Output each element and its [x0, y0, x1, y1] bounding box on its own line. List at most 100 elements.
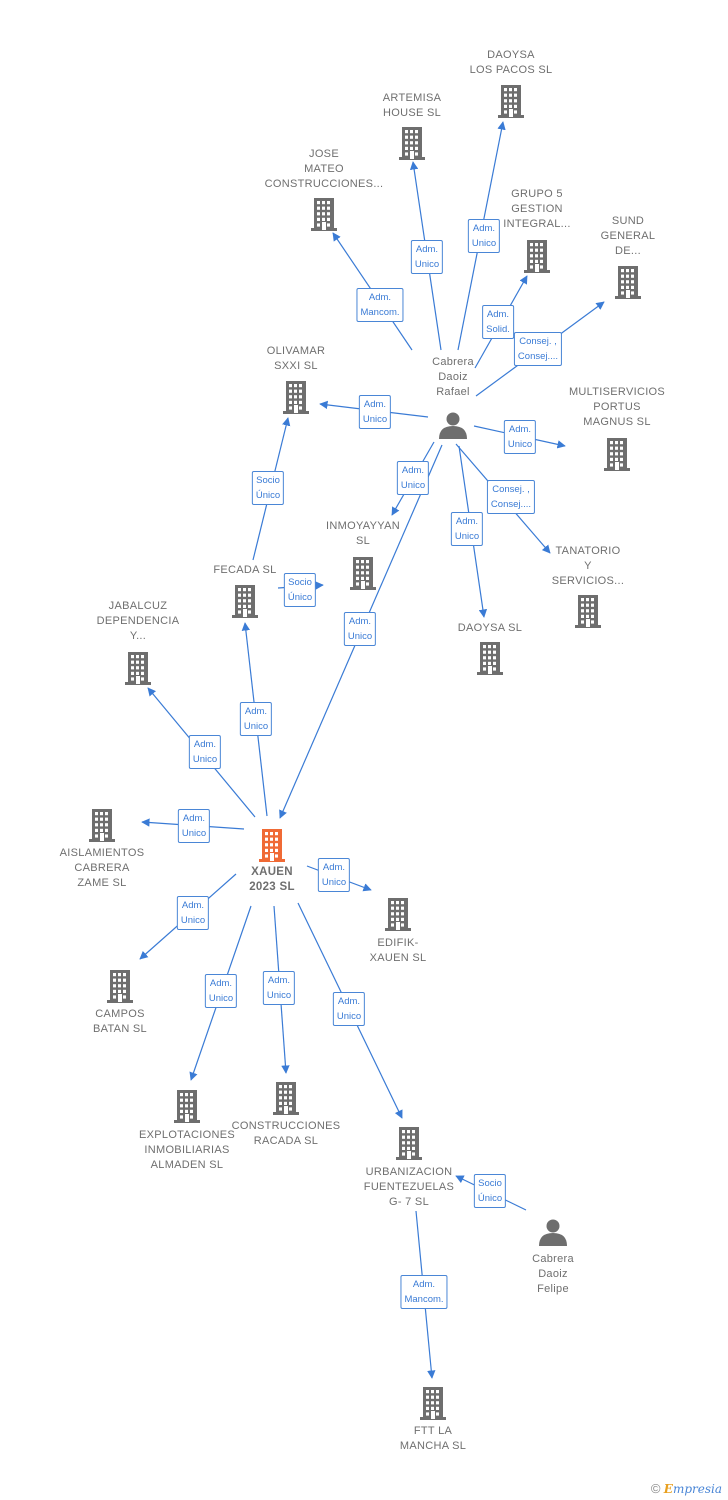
person-icon[interactable]	[439, 412, 467, 440]
edge-label[interactable]: Adm.Unico	[343, 612, 377, 646]
node-label-daoysa: DAOYSA SL	[458, 621, 522, 636]
node-label-line: DAOYSA SL	[457, 622, 523, 634]
edge-label[interactable]: Adm.Mancom.	[356, 288, 404, 322]
node-label-line: PORTUS	[593, 401, 641, 413]
building-icon[interactable]	[420, 1387, 446, 1420]
edge-label-line: Socio	[288, 577, 312, 588]
node-label-line: ARTEMISA	[382, 92, 442, 104]
building-icon[interactable]	[174, 1090, 200, 1123]
building-icon[interactable]	[399, 127, 425, 160]
edge-label-line: Adm.	[267, 975, 291, 986]
edge-label[interactable]: Adm.Unico	[410, 240, 444, 274]
building-icon[interactable]	[498, 85, 524, 118]
node-label-line: XAUEN	[251, 866, 293, 878]
building-icon[interactable]	[273, 1082, 299, 1115]
node-label-line: ALMADEN SL	[150, 1159, 224, 1171]
edge-label-line: Adm.	[363, 399, 387, 410]
edge-label-line: Unico	[181, 828, 207, 839]
node-label-edifik: EDIFIK-XAUEN SL	[370, 936, 427, 966]
node-label-line: INTEGRAL...	[503, 218, 571, 230]
edge-label[interactable]: Adm.Unico	[176, 896, 210, 930]
edge-label[interactable]: Consej. , Consej....	[513, 332, 563, 366]
edge-label[interactable]: Adm.Unico	[262, 971, 296, 1005]
node-label-line: GRUPO 5	[511, 188, 563, 200]
building-icon[interactable]	[259, 829, 285, 862]
building-icon[interactable]	[89, 809, 115, 842]
edge-label-line: Consej....	[517, 351, 559, 362]
building-icon[interactable]	[477, 642, 503, 675]
edge-label-line: Consej. ,	[519, 336, 557, 347]
node-label-line: ZAME SL	[77, 877, 127, 889]
edge-label[interactable]: Adm.Unico	[332, 992, 366, 1026]
edge-label[interactable]: Adm.Unico	[204, 974, 238, 1008]
edge-label[interactable]: Consej. ,Consej....	[486, 480, 536, 514]
edge-label-line: Único	[287, 592, 313, 603]
node-label-line: Cabrera	[532, 1253, 574, 1265]
node-label-line: CONSTRUCCIONES...	[264, 178, 384, 190]
edge-label[interactable]: Adm. Unico	[467, 219, 501, 253]
edge-label[interactable]: Adm.Unico	[450, 512, 484, 546]
building-icon[interactable]	[604, 438, 630, 471]
building-icon[interactable]	[575, 595, 601, 628]
copyright-symbol: ©	[650, 1481, 661, 1496]
edge-label[interactable]: Adm.Unico	[188, 735, 222, 769]
edge-label-line: Adm.	[348, 616, 372, 627]
edge-label-line: Mancom.	[404, 1294, 444, 1305]
node-label-line: SL	[355, 535, 371, 547]
building-icon[interactable]	[396, 1127, 422, 1160]
edge-label[interactable]: Adm.Unico	[358, 395, 392, 429]
building-icon[interactable]	[311, 198, 337, 231]
node-label-line: CONSTRUCCIONES	[231, 1120, 341, 1132]
edge-label-line: Adm.	[472, 223, 496, 234]
person-icon[interactable]	[539, 1219, 567, 1247]
node-label-line: 2023 SL	[249, 881, 295, 893]
building-icon[interactable]	[524, 240, 550, 273]
node-label-line: DAOYSA	[487, 49, 535, 61]
edge-label[interactable]: Adm.Unico	[503, 420, 537, 454]
edge-label-line: Unico	[336, 1011, 362, 1022]
node-label-line: MATEO	[304, 163, 344, 175]
edge-label-line: Consej. ,	[492, 484, 530, 495]
node-label-line: FTT LA	[413, 1425, 453, 1437]
building-icon[interactable]	[350, 557, 376, 590]
empresia-brand[interactable]: © Empresia	[651, 1481, 722, 1496]
edge-label-line: Unico	[243, 721, 269, 732]
node-label-grupo5: GRUPO 5 GESTION INTEGRAL...	[503, 187, 570, 232]
edge-label-line: Adm.	[181, 900, 205, 911]
node-label-line: RACADA SL	[253, 1135, 319, 1147]
edge-label[interactable]: Adm.Unico	[317, 858, 351, 892]
edge-label-line: Unico	[414, 259, 440, 270]
edge-label-line: Unico	[208, 993, 234, 1004]
building-icon[interactable]	[385, 898, 411, 931]
edge-label[interactable]: Adm.Unico	[239, 702, 273, 736]
node-label-line: MULTISERVICIOS	[568, 386, 666, 398]
edge-label-line: Socio	[478, 1178, 502, 1189]
edge-label[interactable]: Adm.Mancom.	[400, 1275, 448, 1309]
building-icon[interactable]	[232, 585, 258, 618]
edge-label[interactable]: Adm.Solid.	[482, 305, 514, 339]
building-icon[interactable]	[125, 652, 151, 685]
node-label-racada: CONSTRUCCIONES RACADA SL	[232, 1119, 341, 1149]
building-icon[interactable]	[283, 381, 309, 414]
building-icon[interactable]	[615, 266, 641, 299]
edge-label-line: Adm.	[182, 813, 206, 824]
node-label-line: AISLAMIENTOS	[59, 847, 145, 859]
edge-label-line: Adm.	[193, 739, 217, 750]
node-label-line: Y...	[129, 630, 147, 642]
node-label-line: GESTION	[511, 203, 563, 215]
node-label-fecada: FECADA SL	[213, 563, 276, 578]
edge-label-line: Adm.	[508, 424, 532, 435]
edge-label[interactable]: Adm.Unico	[396, 461, 430, 495]
edge-label-line: Unico	[471, 238, 497, 249]
building-icon[interactable]	[107, 970, 133, 1003]
edge-label[interactable]: Adm. Unico	[177, 809, 211, 843]
